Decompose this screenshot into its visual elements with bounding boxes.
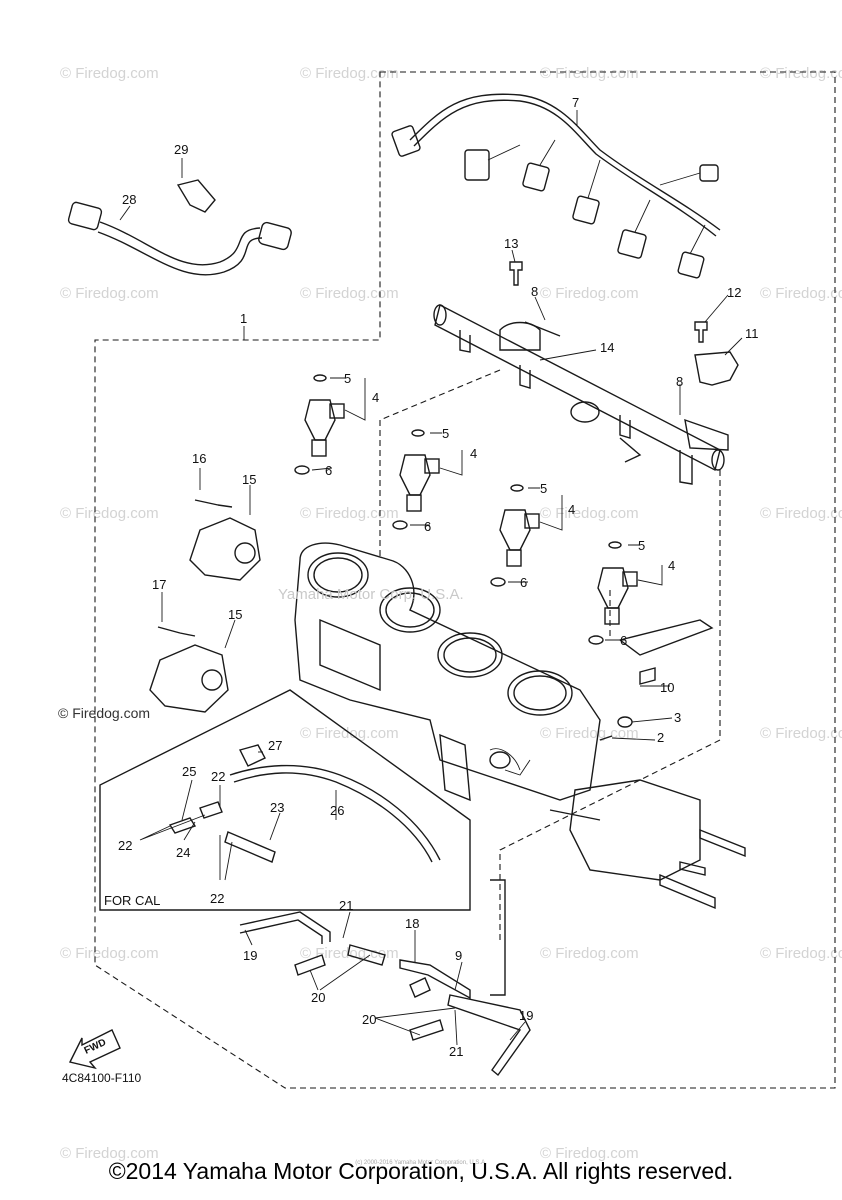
callout-label: 24 (176, 845, 190, 860)
vacuum-hoses (239, 879, 531, 1077)
throttle-sensor (149, 626, 229, 713)
watermark-layer: © Firedog.com © Firedog.com © Firedog.co… (60, 65, 842, 1162)
watermark: © Firedog.com (760, 505, 842, 522)
callout-label: 19 (519, 1008, 533, 1023)
callout-label: 22 (210, 891, 224, 906)
callout-label: 25 (182, 764, 196, 779)
for-cal-label: FOR CAL (104, 893, 160, 908)
watermark: © Firedog.com (540, 65, 639, 82)
assembly-boundary (94, 71, 836, 1089)
callout-label: 27 (268, 738, 282, 753)
callout-label: 8 (531, 284, 538, 299)
callout-label: 3 (674, 710, 681, 725)
watermark: © Firedog.com (760, 945, 842, 962)
callout-label: 1 (240, 311, 247, 326)
callout-label: 22 (211, 769, 225, 784)
callout-label: 28 (122, 192, 136, 207)
callout-label: 11 (745, 326, 759, 341)
watermark: © Firedog.com (60, 285, 159, 302)
watermark: © Firedog.com (540, 1145, 639, 1162)
callout-label: 4 (668, 558, 675, 573)
injector-set (490, 484, 540, 587)
callout-label: 5 (442, 426, 449, 441)
side-cover (549, 779, 746, 910)
callout-label: 7 (572, 95, 579, 110)
callout-label: 20 (311, 990, 325, 1005)
inner-guide-line (379, 369, 501, 560)
callout-label: 8 (676, 374, 683, 389)
visible-watermark: © Firedog.com (58, 705, 150, 721)
callout-label: 21 (339, 898, 353, 913)
watermark: © Firedog.com (540, 945, 639, 962)
watermark: © Firedog.com (540, 505, 639, 522)
callout-label: 17 (152, 577, 166, 592)
callout-label: 20 (362, 1012, 376, 1027)
callout-label: 6 (620, 633, 627, 648)
callout-label: 16 (192, 451, 206, 466)
callout-label: 15 (228, 607, 242, 622)
small-credit: (c) 2000-2016 Yamaha Motor Corporation, … (355, 1160, 487, 1166)
fwd-arrow-icon: FWD (68, 1029, 121, 1070)
callout-label: 13 (504, 236, 518, 251)
center-watermark: Yamaha Motor Corp, U.S.A. (278, 586, 464, 603)
callout-label: 26 (330, 803, 344, 818)
callout-label: 21 (449, 1044, 463, 1059)
pipe-8 (524, 321, 561, 337)
callout-label: 14 (600, 340, 614, 355)
wire-harness (391, 93, 721, 279)
callout-labels: 7 29 28 1 13 8 12 11 14 8 5 4 6 5 4 6 5 … (104, 95, 759, 1059)
watermark: © Firedog.com (300, 505, 399, 522)
callout-label: 6 (424, 519, 431, 534)
fwd-label: FWD (83, 1037, 108, 1057)
copyright-notice: ©2014 Yamaha Motor Corporation, U.S.A. A… (108, 1158, 734, 1184)
diagram-code: 4C84100-F110 (62, 1071, 142, 1085)
watermark: © Firedog.com (760, 65, 842, 82)
callout-label: 5 (638, 538, 645, 553)
fuel-rail (433, 303, 729, 485)
callout-label: 29 (174, 142, 188, 157)
callout-label: 19 (243, 948, 257, 963)
callout-label: 12 (727, 285, 741, 300)
watermark: © Firedog.com (60, 945, 159, 962)
watermark: © Firedog.com (760, 285, 842, 302)
callout-label: 5 (540, 481, 547, 496)
watermark: © Firedog.com (300, 65, 399, 82)
callout-label: 4 (470, 446, 477, 461)
callout-label: 4 (568, 502, 575, 517)
callout-label: 10 (660, 680, 674, 695)
bolt-12 (694, 321, 708, 343)
watermark: © Firedog.com (760, 725, 842, 742)
watermark: © Firedog.com (60, 505, 159, 522)
injector-set (588, 541, 638, 645)
injector-set (294, 374, 345, 475)
throttle-body (294, 542, 714, 802)
bolt-13 (509, 261, 523, 286)
watermark: © Firedog.com (60, 65, 159, 82)
callout-label: 18 (405, 916, 419, 931)
watermark: © Firedog.com (300, 285, 399, 302)
callout-label: 2 (657, 730, 664, 745)
fuel-hose (67, 179, 292, 276)
sensor-11 (694, 351, 739, 386)
for-cal-hoses (168, 744, 441, 863)
watermark: © Firedog.com (60, 1145, 159, 1162)
watermark: © Firedog.com (540, 285, 639, 302)
callout-label: 23 (270, 800, 284, 815)
callout-label: 6 (325, 463, 332, 478)
inner-guide-line (499, 470, 721, 940)
throttle-sensor (189, 499, 261, 581)
callout-label: 4 (372, 390, 379, 405)
for-cal-frame (99, 689, 471, 911)
watermark: © Firedog.com (300, 945, 399, 962)
injector-set (392, 429, 440, 530)
callout-label: 5 (344, 371, 351, 386)
callout-label: 15 (242, 472, 256, 487)
callout-label: 6 (520, 575, 527, 590)
leader-lines (119, 110, 743, 1046)
callout-label: 9 (455, 948, 462, 963)
callout-label: 22 (118, 838, 132, 853)
